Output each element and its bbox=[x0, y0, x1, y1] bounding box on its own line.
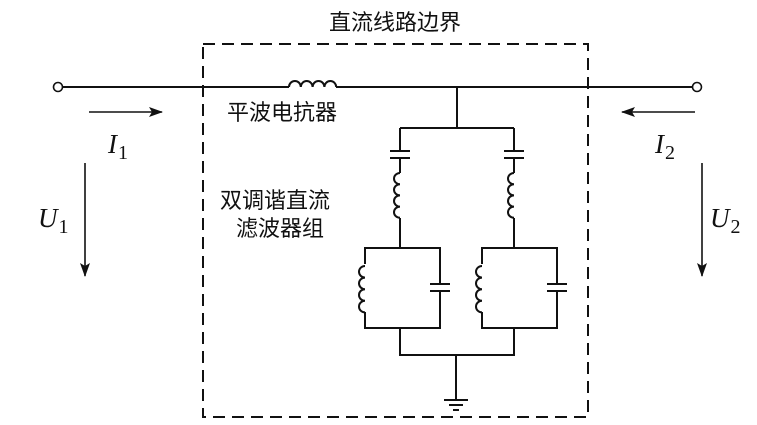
filter-bottom-bus bbox=[399, 354, 515, 400]
right-terminal bbox=[691, 81, 703, 93]
filter-branch-1 bbox=[358, 128, 450, 355]
filter-branch-2 bbox=[475, 128, 567, 355]
current-label-i1: I1 bbox=[107, 129, 128, 164]
ground-icon bbox=[444, 399, 468, 411]
branch-2-series-capacitor bbox=[504, 150, 524, 159]
branch-1-series-capacitor bbox=[390, 150, 410, 159]
left-terminal bbox=[52, 81, 64, 93]
boundary-label: 直流线路边界 bbox=[329, 11, 461, 36]
branch-2-parallel-inductor bbox=[475, 265, 483, 314]
smoothing-reactor-coil bbox=[288, 80, 338, 88]
filter-label-line1: 双调谐直流 bbox=[220, 189, 330, 214]
branch-2-series-inductor bbox=[507, 172, 515, 219]
main-dc-line bbox=[62, 80, 693, 88]
voltage-label-u1: U1 bbox=[38, 203, 69, 238]
dc-line-boundary-box bbox=[202, 43, 589, 418]
filter-label-line2: 滤波器组 bbox=[236, 217, 324, 242]
filter-top-bus bbox=[400, 87, 514, 129]
branch-1-parallel-inductor bbox=[358, 265, 366, 314]
branch-1-parallel-capacitor bbox=[430, 283, 450, 292]
voltage-label-u2: U2 bbox=[710, 203, 741, 238]
branch-2-parallel-capacitor bbox=[547, 283, 567, 292]
branch-1-series-inductor bbox=[393, 172, 401, 219]
reactor-label: 平波电抗器 bbox=[227, 101, 337, 126]
current-label-i2: I2 bbox=[654, 129, 675, 164]
